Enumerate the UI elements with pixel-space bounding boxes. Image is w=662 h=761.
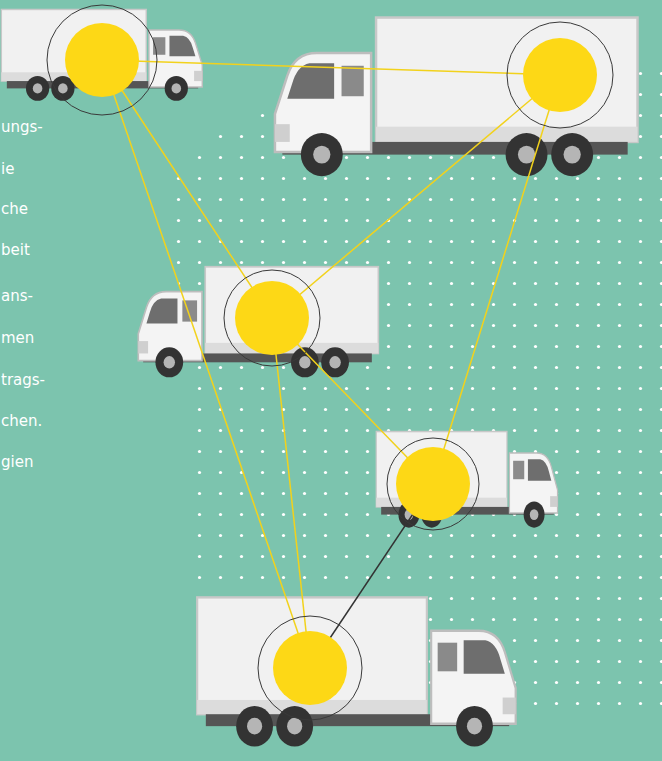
dot-ring [224, 270, 320, 366]
text-fragment: ungs- [1, 117, 43, 137]
text-fragment: trags- [1, 370, 45, 390]
yellow-dot [235, 281, 309, 355]
truck-image [138, 267, 378, 378]
connection-line [102, 60, 310, 668]
yellow-dot [396, 447, 470, 521]
dot-ring [507, 22, 613, 128]
connection-line [433, 75, 560, 484]
truck-flipped [275, 18, 638, 177]
text-fragment: beit [1, 240, 30, 260]
yellow-dot [273, 631, 347, 705]
truck-image [376, 432, 557, 528]
text-fragment: ans- [1, 286, 33, 306]
truck-image [1, 9, 202, 100]
text-fragment: ie [1, 159, 14, 179]
text-fragment: chen. [1, 411, 42, 431]
connection-line [102, 60, 272, 318]
truck-group [1, 9, 637, 746]
truck-image [197, 597, 515, 746]
network-points [47, 5, 613, 720]
connection-line [102, 60, 560, 75]
dot-ring [47, 5, 157, 115]
yellow-dot [65, 23, 139, 97]
text-fragment: gien [1, 452, 33, 472]
connection-line [272, 318, 310, 668]
dot-ring [387, 438, 479, 530]
connection-lines [102, 60, 560, 668]
dot-ring [258, 616, 362, 720]
connection-line [272, 75, 560, 318]
yellow-dot [523, 38, 597, 112]
text-fragment: che [1, 199, 28, 219]
text-fragment: men [1, 328, 34, 348]
truck-image [275, 18, 638, 177]
truck-flipped [138, 267, 378, 378]
